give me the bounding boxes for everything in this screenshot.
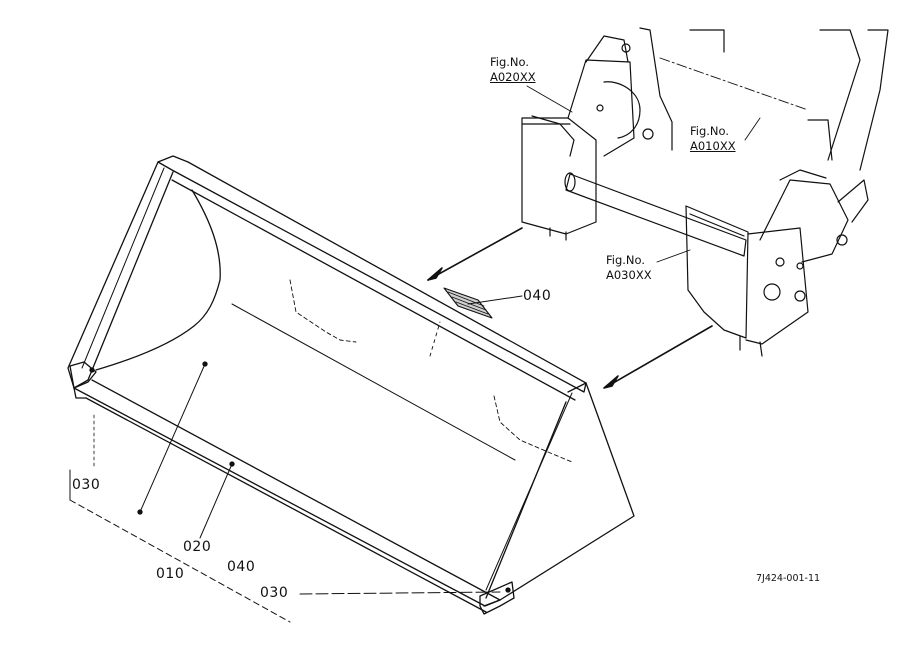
- callout-leaders: [69, 295, 523, 623]
- bucket-cutting-edge: [73, 379, 501, 607]
- fig-ref-a020xx: Fig.No. A020XX: [490, 55, 536, 85]
- fig-ref-label: Fig.No.: [490, 55, 530, 69]
- callout-side-plate-right: 030: [260, 585, 289, 601]
- fig-ref-label: Fig.No.: [606, 253, 646, 267]
- fig-ref-code: A020XX: [490, 70, 536, 84]
- bucket-side-right: [483, 382, 635, 607]
- fig-ref-a030xx: Fig.No. A030XX: [606, 253, 652, 283]
- bucket-back-curve: [95, 189, 221, 371]
- callout-reinforcement: 020: [183, 539, 212, 555]
- fig-ref-code: A030XX: [606, 268, 652, 282]
- callout-side-plate-left: 030: [72, 477, 101, 493]
- drawing-id: 7J424-001-11: [756, 573, 821, 584]
- callout-bucket-body: 010: [156, 566, 185, 582]
- loader-frame: [521, 27, 889, 357]
- assembly-arrows: [427, 227, 713, 389]
- bucket-assembly: [67, 155, 635, 615]
- callout-pad-bottom: 040: [227, 559, 256, 575]
- fig-ref-code: A010XX: [690, 139, 736, 153]
- wear-pad: [443, 287, 493, 319]
- fig-ref-a010xx: Fig.No. A010XX: [690, 124, 736, 154]
- fig-ref-label: Fig.No.: [690, 124, 730, 138]
- callout-wear-pad: 040: [523, 288, 552, 304]
